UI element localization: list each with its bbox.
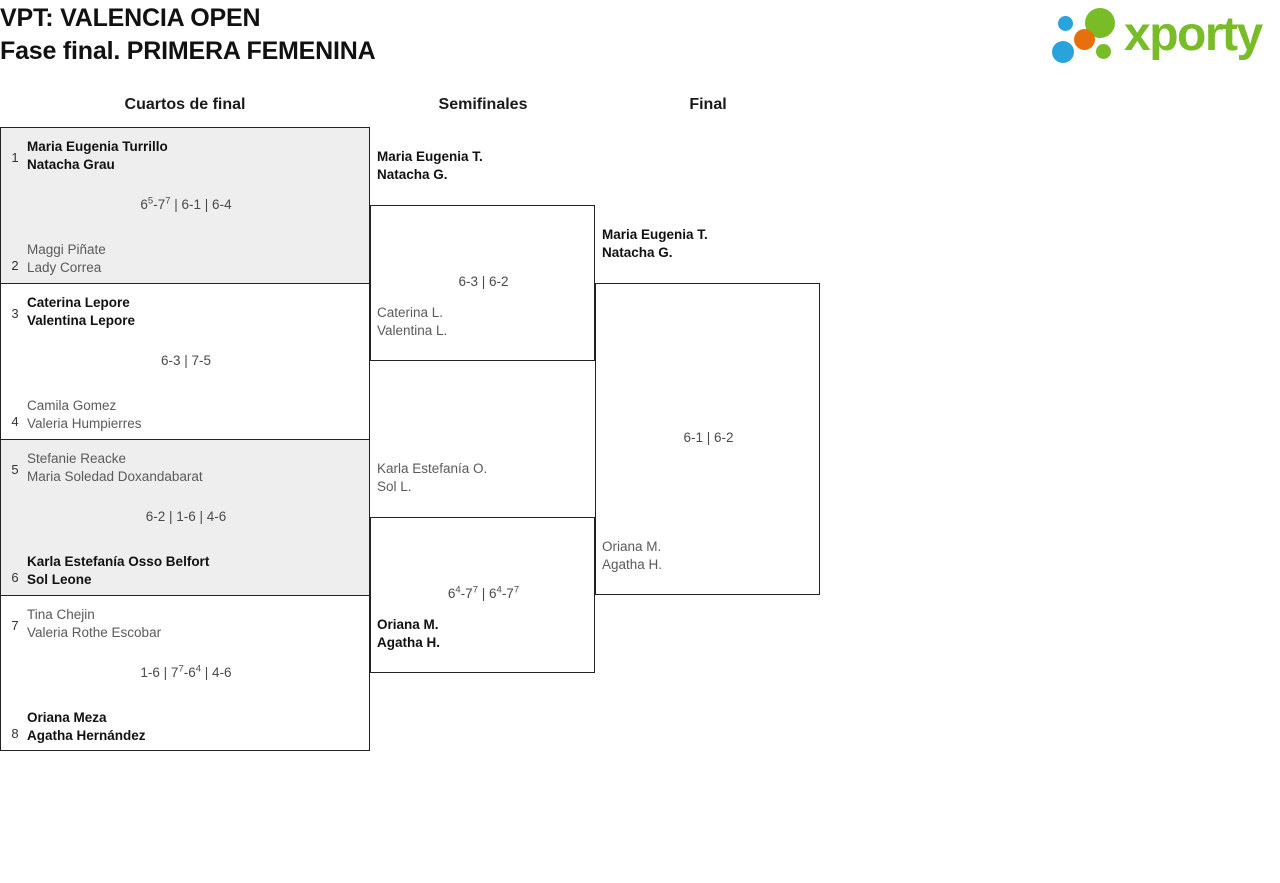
team-entry: Tina Chejin Valeria Rothe Escobar <box>27 606 357 642</box>
title-block: VPT: VALENCIA OPEN Fase final. PRIMERA F… <box>0 2 376 68</box>
team-entry: Oriana M. Agatha H. <box>377 616 592 652</box>
team-entry: Stefanie Reacke Maria Soledad Doxandabar… <box>27 450 357 486</box>
player-name: Valentina Lepore <box>27 313 136 328</box>
player-name: Lady Correa <box>27 260 102 275</box>
team-entry: Caterina L. Valentina L. <box>377 304 592 340</box>
player-name: Maria Eugenia Turrillo <box>27 139 168 154</box>
player-name: Maggi Piñate <box>27 242 106 257</box>
player-name: Agatha H. <box>602 557 663 572</box>
player-name: Camila Gomez <box>27 398 117 413</box>
team-entry: Oriana Meza Agatha Hernández <box>27 709 357 745</box>
seed-number: 8 <box>11 726 19 741</box>
match-quarterfinal-4[interactable]: 7 Tina Chejin Valeria Rothe Escobar 1-6 … <box>0 595 370 751</box>
tournament-title: VPT: VALENCIA OPEN <box>0 4 261 32</box>
player-name: Stefanie Reacke <box>27 451 127 466</box>
match-final[interactable]: 6-1 | 6-2 <box>595 283 820 595</box>
tournament-bracket: 1 Maria Eugenia Turrillo Natacha Grau 65… <box>0 127 840 755</box>
player-name: Karla Estefanía Osso Belfort <box>27 554 210 569</box>
player-name: Natacha G. <box>377 167 448 182</box>
player-name: Natacha G. <box>602 245 673 260</box>
team-entry: Karla Estefanía Osso Belfort Sol Leone <box>27 553 357 589</box>
match-quarterfinal-2[interactable]: 3 Caterina Lepore Valentina Lepore 6-3 |… <box>0 283 370 439</box>
team-entry: Oriana M. Agatha H. <box>602 538 817 574</box>
seed-number: 6 <box>11 570 19 585</box>
player-name: Maria Eugenia T. <box>602 227 708 242</box>
match-semifinal-1[interactable]: 6-3 | 6-2 <box>370 205 595 361</box>
team-entry: Camila Gomez Valeria Humpierres <box>27 397 357 433</box>
match-quarterfinal-3[interactable]: 5 Stefanie Reacke Maria Soledad Doxandab… <box>0 439 370 595</box>
match-semifinal-2[interactable]: 64-77 | 64-77 <box>370 517 595 673</box>
match-score: 1-6 | 77-64 | 4-6 <box>140 663 232 680</box>
logo-dot-green-small <box>1096 44 1111 59</box>
seed-number: 5 <box>11 462 19 477</box>
match-score: 6-3 | 6-2 <box>458 274 509 289</box>
logo-dot-blue-small <box>1058 16 1073 31</box>
logo-dots <box>1052 8 1128 66</box>
column-header-quarterfinals: Cuartos de final <box>124 96 246 113</box>
player-name: Oriana M. <box>377 617 439 632</box>
player-name: Agatha H. <box>377 635 441 650</box>
player-name: Tina Chejin <box>27 607 95 622</box>
player-name: Valeria Humpierres <box>27 416 142 431</box>
team-entry: Maria Eugenia T. Natacha G. <box>602 226 817 262</box>
seed-number: 4 <box>11 414 19 429</box>
player-name: Agatha Hernández <box>27 728 146 743</box>
player-name: Caterina Lepore <box>27 295 130 310</box>
match-score: 65-77 | 6-1 | 6-4 <box>140 195 232 212</box>
player-name: Natacha Grau <box>27 157 115 172</box>
team-entry: Maria Eugenia Turrillo Natacha Grau <box>27 138 357 174</box>
logo-wordmark: xporty <box>1124 8 1263 61</box>
match-score: 6-2 | 1-6 | 4-6 <box>145 509 227 524</box>
match-score: 6-3 | 7-5 <box>160 353 212 368</box>
player-name: Valeria Rothe Escobar <box>27 625 162 640</box>
player-name: Valentina L. <box>377 323 448 338</box>
tournament-subtitle: Fase final. PRIMERA FEMENINA <box>0 37 376 65</box>
seed-number: 2 <box>11 258 19 273</box>
column-header-semifinals: Semifinales <box>438 96 528 113</box>
match-quarterfinal-1[interactable]: 1 Maria Eugenia Turrillo Natacha Grau 65… <box>0 127 370 283</box>
player-name: Caterina L. <box>377 305 444 320</box>
player-name: Oriana M. <box>602 539 662 554</box>
match-score: 64-77 | 64-77 <box>447 584 520 601</box>
column-header-final: Final <box>689 96 727 113</box>
seed-number: 7 <box>11 618 19 633</box>
logo-dot-orange <box>1074 29 1095 50</box>
team-entry: Maria Eugenia T. Natacha G. <box>377 148 592 184</box>
team-entry: Caterina Lepore Valentina Lepore <box>27 294 357 330</box>
team-entry: Karla Estefanía O. Sol L. <box>377 460 592 496</box>
player-name: Maria Eugenia T. <box>377 149 483 164</box>
player-name: Maria Soledad Doxandabarat <box>27 469 203 484</box>
player-name: Sol L. <box>377 479 412 494</box>
xporty-logo[interactable]: xporty <box>1052 6 1274 68</box>
logo-dot-blue-large <box>1052 41 1074 63</box>
seed-number: 1 <box>11 150 19 165</box>
team-entry: Maggi Piñate Lady Correa <box>27 241 357 277</box>
player-name: Karla Estefanía O. <box>377 461 488 476</box>
seed-number: 3 <box>11 306 19 321</box>
page-header: VPT: VALENCIA OPEN Fase final. PRIMERA F… <box>0 0 1280 92</box>
player-name: Oriana Meza <box>27 710 107 725</box>
player-name: Sol Leone <box>27 572 92 587</box>
match-score: 6-1 | 6-2 <box>683 430 734 445</box>
